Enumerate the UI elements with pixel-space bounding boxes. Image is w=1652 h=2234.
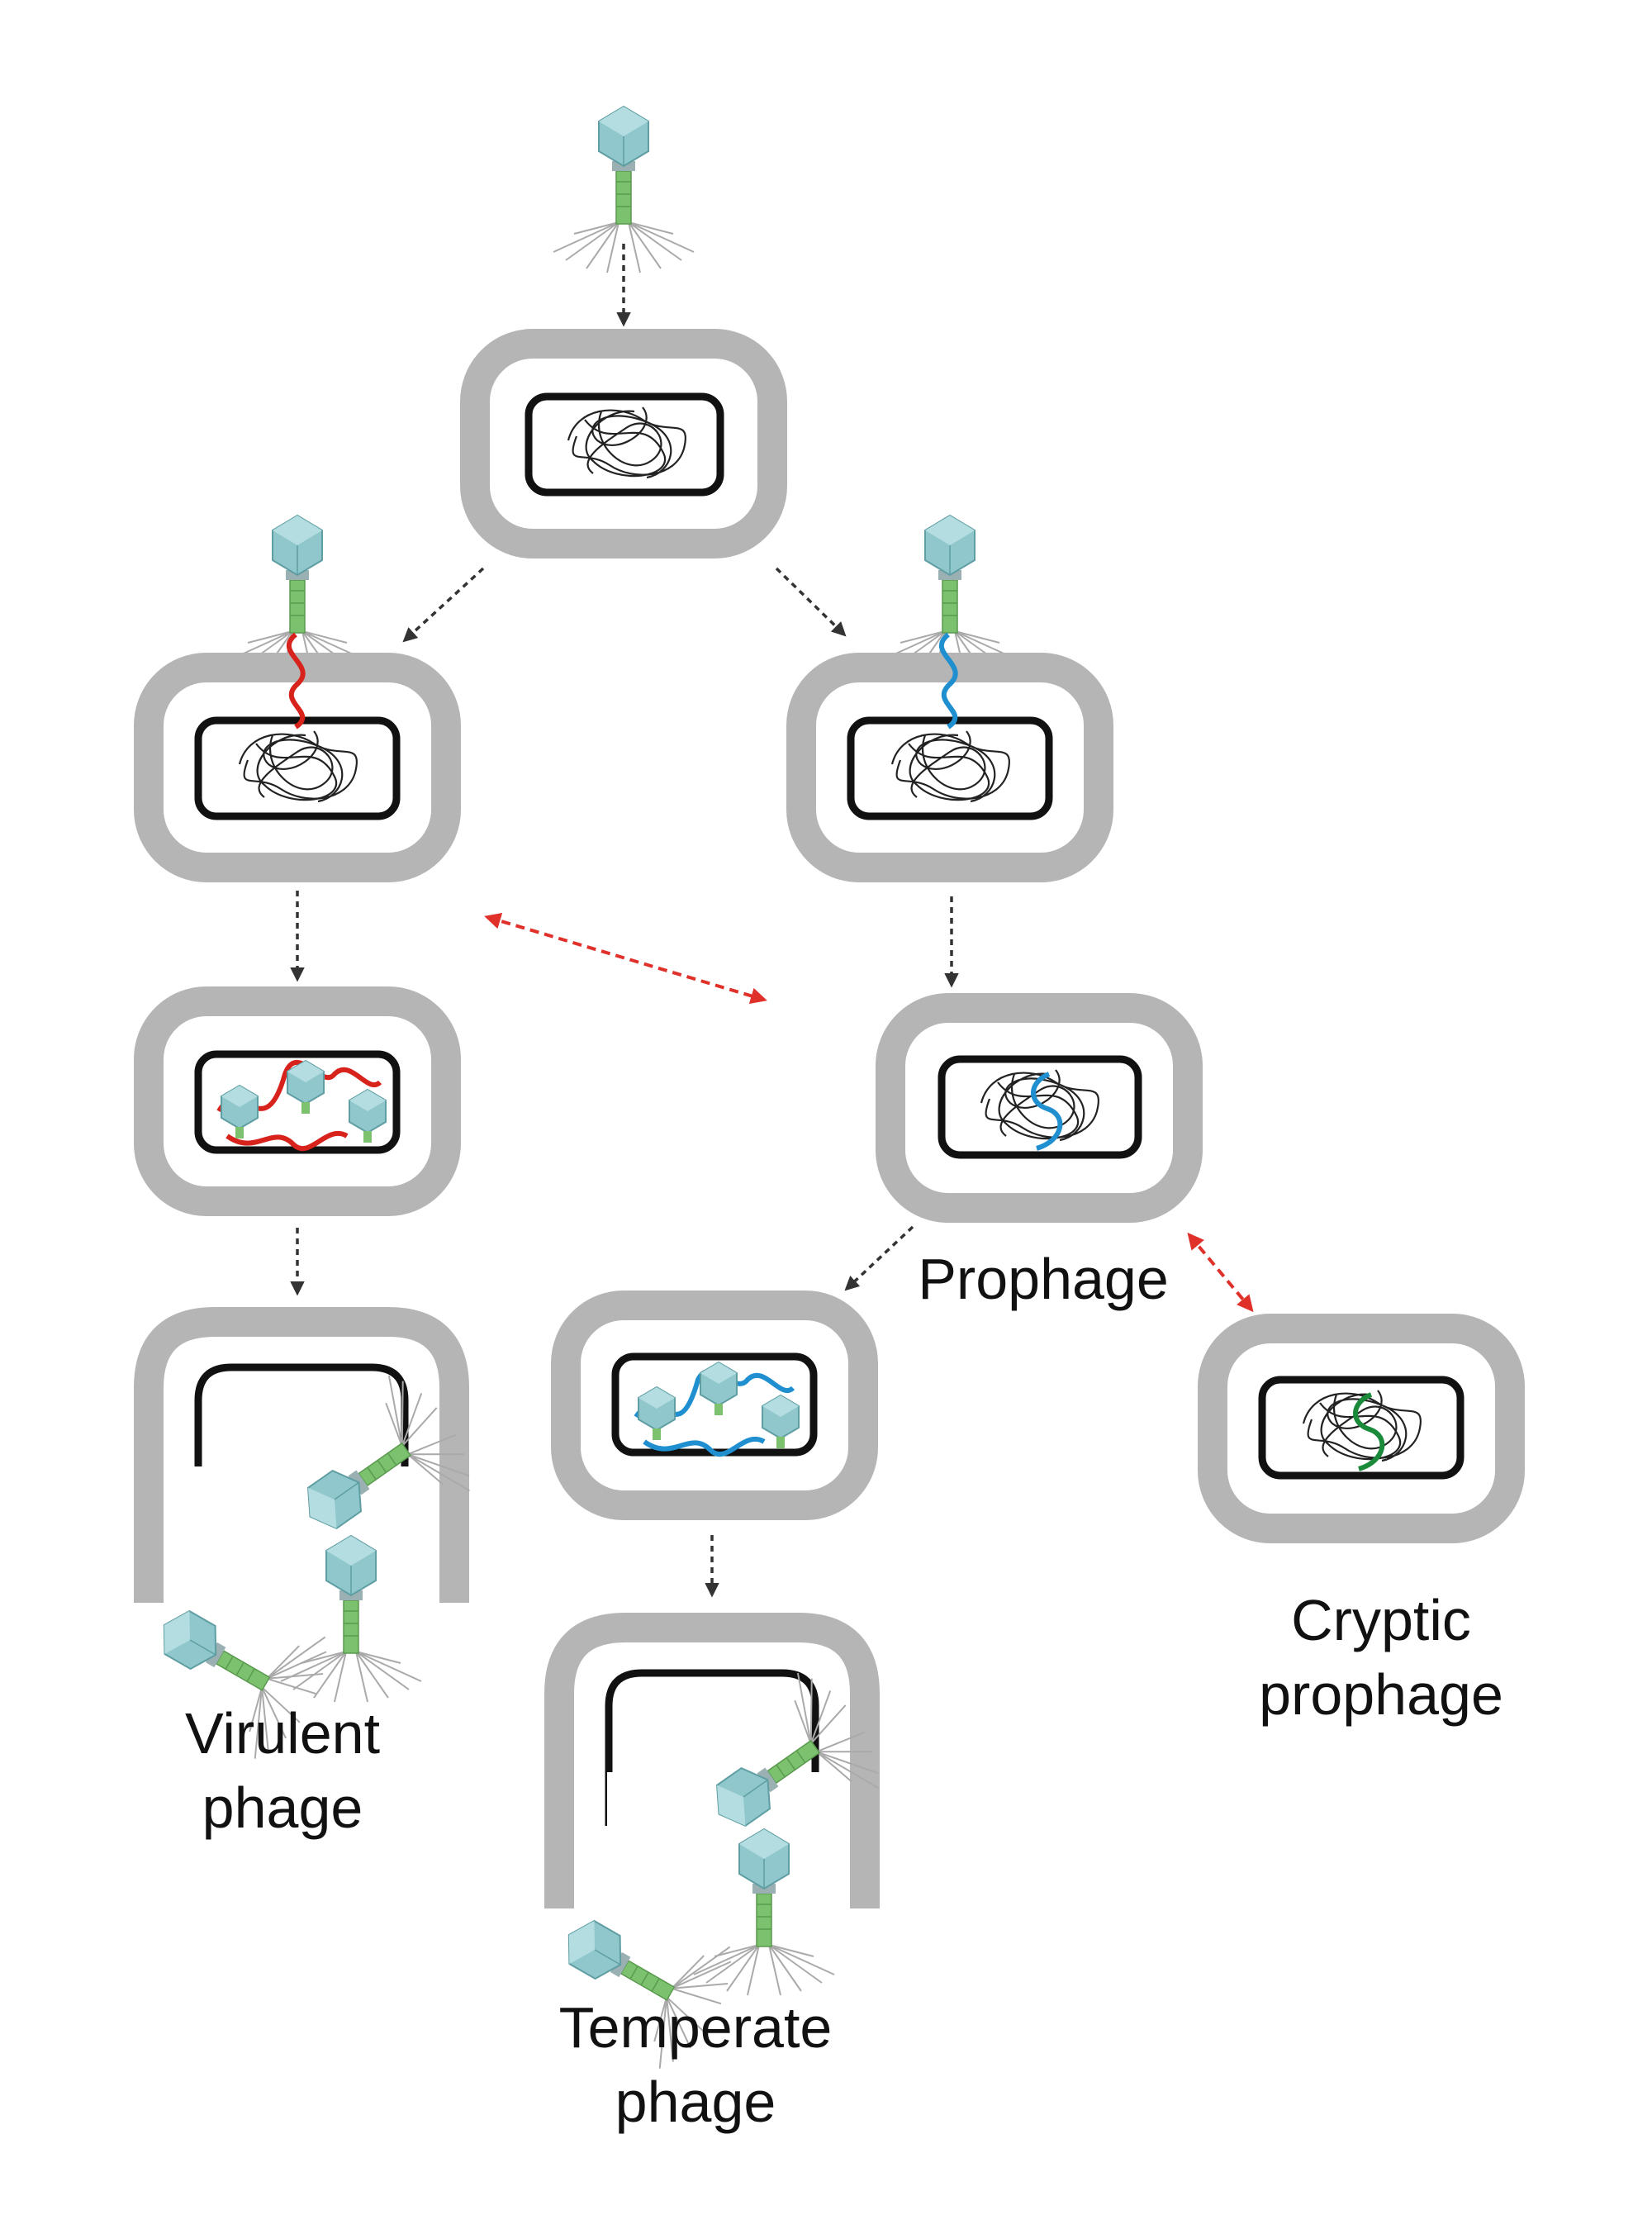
- arrow-to-temperate: [775, 567, 847, 637]
- cryptic-prophage-label: Cryptic prophage: [1259, 1588, 1503, 1727]
- temperate-infected-cell: [786, 632, 1113, 882]
- svg-text:phage: phage: [615, 2070, 776, 2134]
- cryptic-prophage-cell: [1198, 1314, 1525, 1543]
- svg-text:Cryptic: Cryptic: [1291, 1588, 1471, 1652]
- virulent-phage-label: Virulent phage: [185, 1701, 380, 1840]
- virulent-lysed-cell: [128, 1322, 487, 1771]
- svg-text:Virulent: Virulent: [185, 1701, 380, 1766]
- host-cell: [460, 329, 787, 558]
- temperate-lysed-cell: [533, 1628, 896, 2080]
- virulent-replicating-cell: [134, 986, 461, 1216]
- svg-text:Temperate: Temperate: [559, 1995, 833, 2060]
- virulent-infected-cell: [134, 632, 461, 882]
- temperate-replicating-cell: [551, 1290, 878, 1520]
- temperate-phage-label: Temperate phage: [559, 1995, 833, 2134]
- prophage-cell: [876, 993, 1203, 1223]
- arrow-to-virulent: [402, 567, 485, 643]
- arrow-cryptic-switch: [1187, 1232, 1254, 1313]
- svg-text:phage: phage: [202, 1775, 363, 1840]
- arrow-switch-lytic-lysogenic: [484, 912, 767, 1005]
- svg-text:prophage: prophage: [1259, 1662, 1503, 1727]
- prophage-label: Prophage: [918, 1247, 1169, 1311]
